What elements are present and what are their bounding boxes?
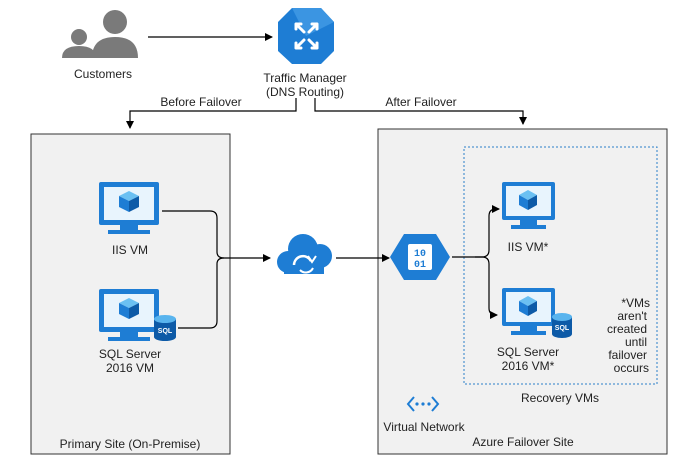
cloud-replication-icon [277, 234, 332, 274]
after-failover-label: After Failover [385, 95, 456, 109]
note-line: failover [608, 348, 647, 362]
note-line: aren't [617, 309, 647, 323]
note-line: until [625, 335, 647, 349]
azure-site-label: Azure Failover Site [472, 435, 574, 449]
virtual-network-hub-icon: 10 01 [390, 234, 450, 280]
iis-to-cloud-connector [162, 210, 271, 262]
virtual-network-label: Virtual Network [383, 420, 465, 434]
recovery-iis-vm-label: IIS VM* [508, 240, 549, 254]
failover-note: *VMs aren't created until failover occur… [607, 296, 650, 375]
recovery-sql-label-line2: 2016 VM* [502, 359, 555, 373]
before-failover-label: Before Failover [160, 95, 241, 109]
vnet-icon-bits-top: 10 [414, 249, 426, 260]
note-line: *VMs [621, 296, 650, 310]
virtual-network-icon [406, 396, 440, 412]
customers-label: Customers [74, 67, 132, 81]
traffic-manager-label-line2: (DNS Routing) [266, 85, 344, 99]
primary-sql-label-line1: SQL Server [99, 347, 161, 361]
primary-sql-label-line2: 2016 VM [106, 361, 154, 375]
recovery-vms-label: Recovery VMs [521, 391, 599, 405]
primary-site-label: Primary Site (On-Premise) [60, 437, 201, 451]
recovery-vms-boundary [463, 146, 658, 385]
iis-vm-monitor-icon [99, 182, 159, 234]
traffic-manager-icon [278, 8, 334, 64]
note-line: occurs [614, 361, 649, 375]
primary-iis-vm-label: IIS VM [112, 243, 148, 257]
note-line: created [607, 322, 647, 336]
after-failover-arrow [314, 98, 527, 125]
vnet-to-iis-arrow [475, 205, 500, 258]
recovery-sql-label-line1: SQL Server [497, 345, 559, 359]
vnet-to-sql-arrow [475, 256, 498, 319]
sql-to-cloud-connector [178, 257, 225, 329]
traffic-manager-label-line1: Traffic Manager [263, 71, 346, 85]
recovery-iis-vm-monitor-icon [502, 182, 555, 229]
sql-server-vm-icon: SQL [99, 289, 176, 341]
vnet-icon-bits-bottom: 01 [414, 260, 426, 271]
primary-sql-badge: SQL [158, 328, 173, 335]
recovery-sql-badge: SQL [555, 325, 570, 332]
before-failover-arrow [126, 98, 297, 129]
customers-icon [62, 10, 138, 58]
recovery-sql-server-vm-icon: SQL [502, 288, 572, 338]
